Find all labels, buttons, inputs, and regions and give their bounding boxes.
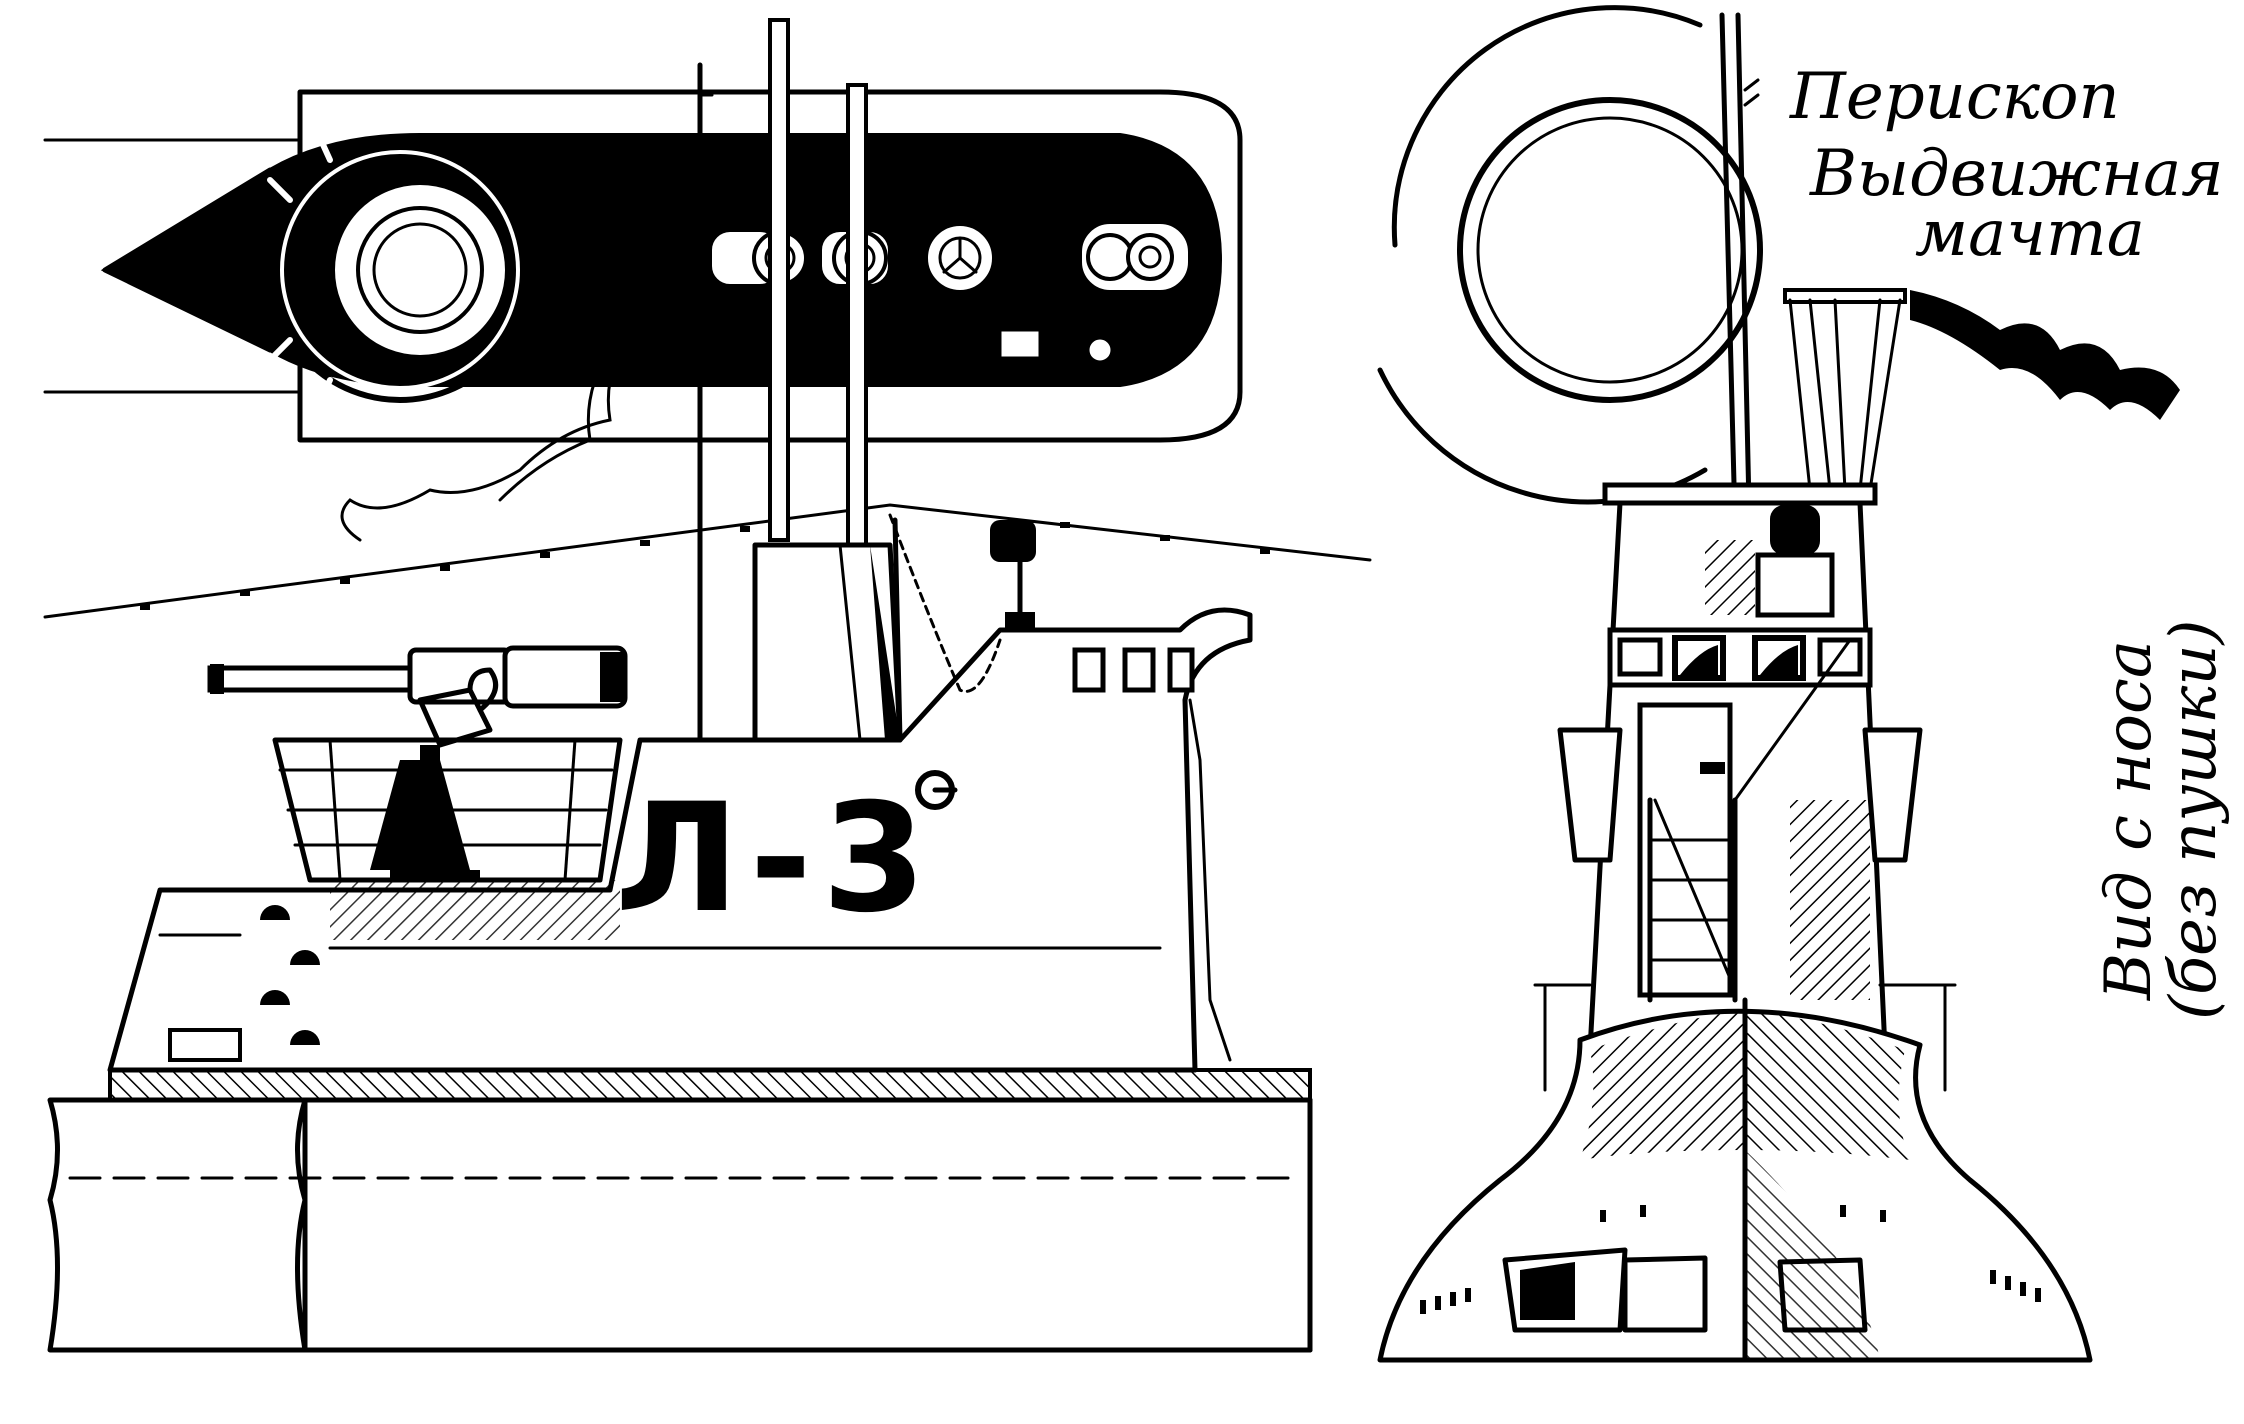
front-windows [1617, 635, 1863, 681]
deck-gun [207, 645, 628, 880]
hull-number-text: Л-3 [615, 772, 936, 946]
limber-holes [260, 905, 320, 1045]
front-view [1377, 5, 2180, 1363]
extendable-mast-side [846, 83, 868, 557]
label-front-view-line2: (без пушки) [2157, 619, 2231, 1020]
bridge-windows [1072, 647, 1195, 693]
label-mast-line2: мачта [1915, 197, 2145, 271]
hull-front-details [1420, 1205, 2041, 1333]
conning-tower-side [107, 607, 1253, 1073]
label-periscope: Перископ [1789, 60, 2120, 134]
periscope-side [768, 18, 790, 542]
searchlight-side [990, 520, 1036, 628]
label-mast-line1: Выдвижная [1809, 137, 2224, 211]
top-view [43, 89, 1243, 542]
label-front-view-line1: Вид с носа [2092, 640, 2166, 1001]
side-view: Л-3 [43, 18, 1372, 1353]
